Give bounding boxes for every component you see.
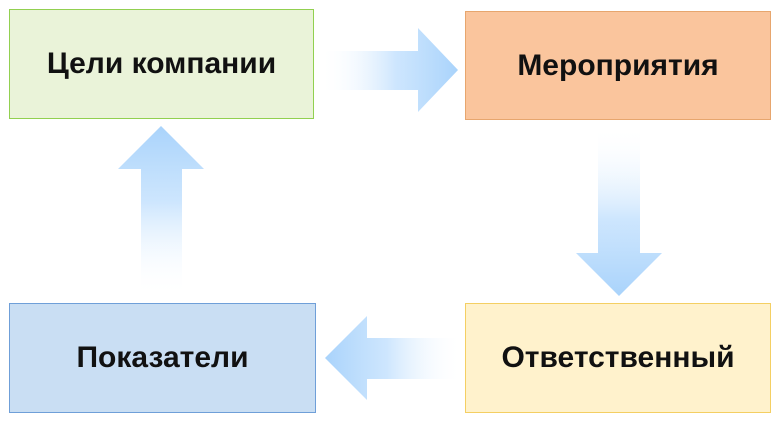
arrow-indicators-to-goals <box>118 126 204 296</box>
arrow-goals-to-events <box>320 28 458 112</box>
node-events: Мероприятия <box>465 11 771 120</box>
node-responsible: Ответственный <box>465 303 771 413</box>
arrow-events-to-responsible <box>576 126 662 296</box>
node-goals: Цели компании <box>9 9 314 119</box>
node-indicators: Показатели <box>9 303 316 413</box>
arrow-responsible-to-indicators <box>325 316 462 400</box>
